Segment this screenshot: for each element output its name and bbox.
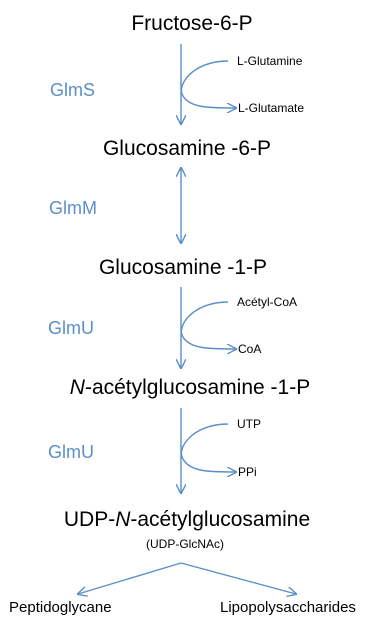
product-peptidoglycane: Peptidoglycane: [9, 599, 112, 616]
cosubstrate-ppi: PPi: [238, 465, 257, 479]
enzyme-glmm: GlmM: [49, 198, 97, 218]
metabolite-fructose-6-p: Fructose-6-P: [131, 12, 252, 35]
metabolite-udp-n-acetylglucosamine: UDP-N-acétylglucosamine: [64, 508, 310, 531]
product-lipopolysaccharides: Lipopolysaccharides: [220, 599, 356, 616]
cosubstrate-curve-4: [180, 423, 236, 472]
metabolite-glucosamine-1-p: Glucosamine -1-P: [99, 256, 267, 279]
metabolite-abbreviation-udp-glcnac: (UDP-GlcNAc): [146, 537, 224, 551]
cosubstrate-acetyl-coa: Acétyl-CoA: [237, 295, 297, 309]
cosubstrate-l-glutamate: L-Glutamate: [238, 101, 304, 115]
metabolite-n-acetylglucosamine-1-p: N-acétylglucosamine -1-P: [70, 376, 310, 399]
enzyme-glms: GlmS: [50, 80, 95, 100]
cosubstrate-coa: CoA: [238, 342, 261, 356]
arrow-to-peptidoglycane: [78, 562, 182, 594]
cosubstrate-curve-3: [180, 301, 236, 349]
metabolite-glucosamine-6-p: Glucosamine -6-P: [103, 137, 271, 160]
cosubstrate-utp: UTP: [237, 417, 261, 431]
cosubstrate-curve-1: [180, 60, 236, 108]
enzyme-glmu-1: GlmU: [48, 318, 94, 338]
enzyme-glmu-2: GlmU: [48, 442, 94, 462]
cosubstrate-l-glutamine: L-Glutamine: [237, 54, 303, 68]
arrow-to-lipopolysaccharides: [180, 562, 296, 594]
